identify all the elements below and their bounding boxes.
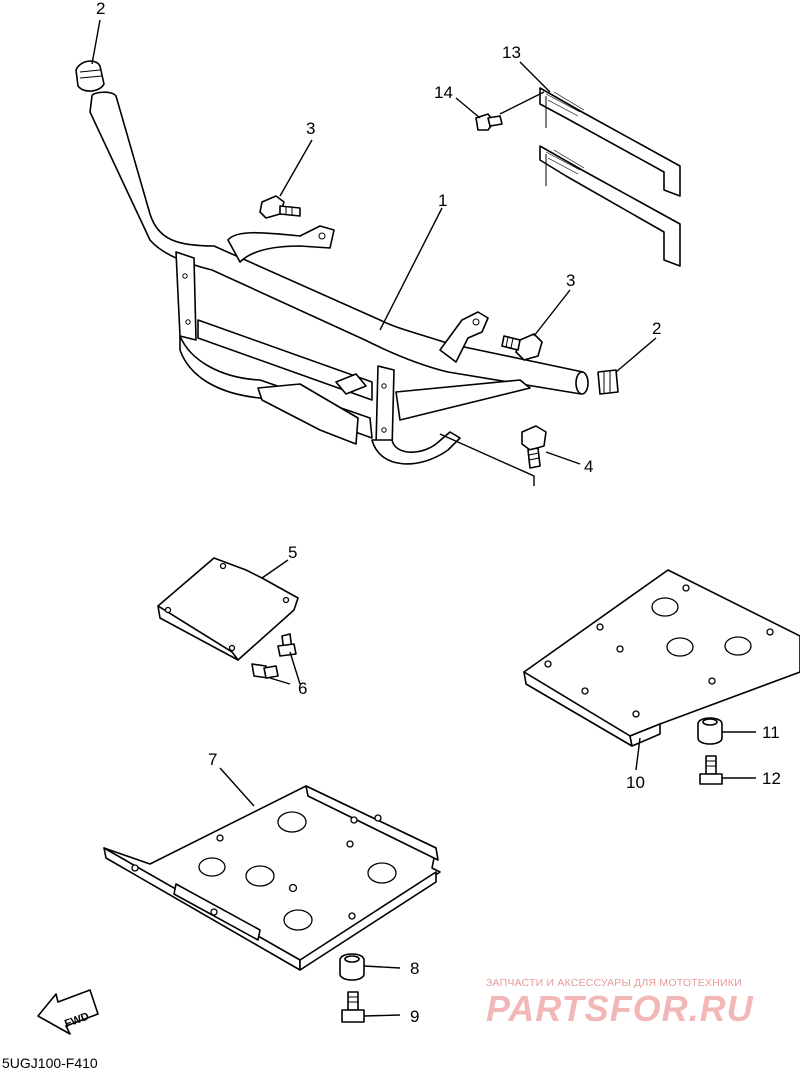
callout-14: 14 (434, 83, 453, 102)
front-bumper-part-1 (89, 91, 589, 465)
callout-3-upper: 3 (306, 119, 315, 138)
callout-2-top: 2 (96, 0, 105, 18)
callout-7: 7 (208, 750, 217, 769)
callout-3-right: 3 (566, 271, 575, 290)
leader-lines (91, 19, 756, 1017)
callout-1: 1 (438, 191, 447, 210)
callout-6: 6 (298, 679, 307, 698)
callout-4: 4 (584, 457, 593, 476)
screw-part-14 (475, 113, 503, 131)
bolt-part-3-upper (259, 195, 301, 219)
screws-part-6 (251, 633, 297, 679)
fwd-arrow-icon: FWD (37, 989, 99, 1035)
diagram-code: 5UGJ100-F410 (2, 1055, 98, 1071)
callout-12: 12 (762, 769, 781, 788)
bolt-part-9 (341, 991, 365, 1023)
callout-11: 11 (762, 723, 780, 742)
guard-plate-part-5 (157, 557, 299, 661)
callout-5: 5 (288, 543, 297, 562)
callout-9: 9 (410, 1007, 419, 1026)
callout-2-right: 2 (652, 319, 661, 338)
bolt-part-3-right (501, 333, 543, 361)
callout-10: 10 (626, 773, 645, 792)
cap-part-2-left (75, 60, 105, 92)
grommet-part-8 (339, 953, 365, 981)
callout-labels: 2 3 1 13 14 3 2 4 5 6 7 8 9 10 11 12 (96, 0, 781, 1026)
callout-8: 8 (410, 959, 419, 978)
callout-13: 13 (502, 43, 521, 62)
cap-part-2-right (597, 369, 619, 395)
reflector-part-13 (539, 87, 681, 267)
skid-plate-part-7 (103, 785, 441, 971)
bolt-part-12 (699, 755, 723, 785)
skid-plate-part-10 (523, 569, 800, 747)
grommet-part-11 (697, 717, 723, 745)
bolt-part-4 (521, 425, 547, 469)
